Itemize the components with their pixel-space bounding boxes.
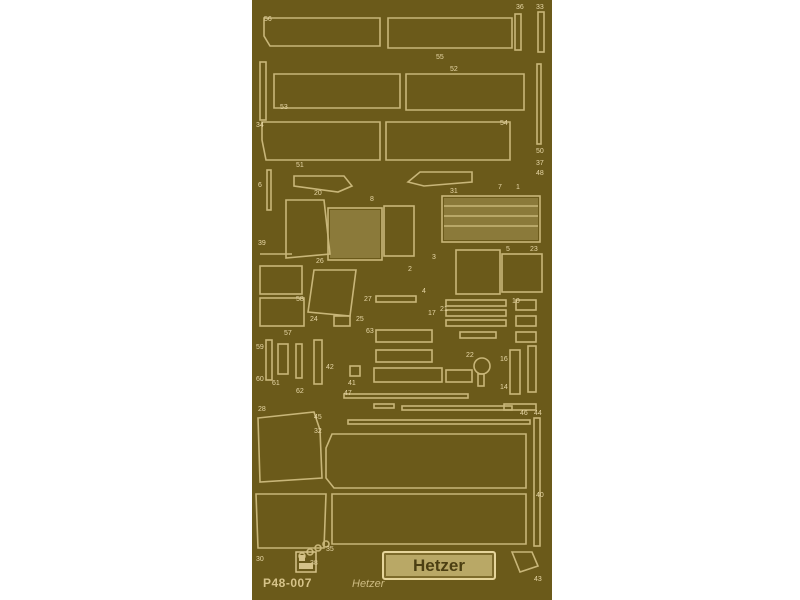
part-number: 25 (356, 316, 364, 323)
hetzer-nameplate: Hetzer (382, 551, 496, 580)
part-number: 8 (370, 196, 374, 203)
part-number: 40 (536, 492, 544, 499)
part-logo-mark (295, 551, 317, 573)
part-number: 58 (296, 296, 304, 303)
part-number: 30 (256, 556, 264, 563)
part-number: 45 (314, 414, 322, 421)
part-number: 54 (500, 120, 508, 127)
part-number: 14 (500, 384, 508, 391)
part-number: 46 (520, 410, 528, 417)
part-number: 42 (326, 364, 334, 371)
part-number: 26 (316, 258, 324, 265)
part-number: 28 (258, 406, 266, 413)
part-number: 39 (258, 240, 266, 247)
part-number: 1 (516, 184, 520, 191)
part-number: 5 (506, 246, 510, 253)
part-number: 56 (264, 16, 272, 23)
part-number: 48 (536, 170, 544, 177)
part-number: 61 (272, 380, 280, 387)
part-number: 23 (530, 246, 538, 253)
part-number: 63 (366, 328, 374, 335)
part-number: 6 (258, 182, 262, 189)
part-number: 20 (314, 190, 322, 197)
manufacturer-logo (295, 551, 317, 573)
part-number: 62 (296, 388, 304, 395)
part-number: 38 (310, 560, 318, 567)
part-number: 57 (284, 330, 292, 337)
part-number: 52 (450, 66, 458, 73)
part-number: 7 (498, 184, 502, 191)
part-number: 44 (534, 410, 542, 417)
part-number: 43 (534, 576, 542, 583)
part-number: 27 (364, 296, 372, 303)
part-number: 55 (436, 54, 444, 61)
part-number: 35 (326, 546, 334, 553)
part-number: 3 (432, 254, 436, 261)
part-number: 53 (280, 104, 288, 111)
product-code: P48-007 (263, 576, 312, 590)
part-number: 34 (256, 122, 264, 129)
photo-etched-fret: 56 36 33 55 52 53 34 54 50 37 51 48 6 20… (252, 0, 552, 600)
part-number: 37 (536, 160, 544, 167)
part-number: 60 (256, 376, 264, 383)
part-number: 33 (536, 4, 544, 11)
part-number: 2 (408, 266, 412, 273)
part-number: 24 (310, 316, 318, 323)
part-number: 16 (500, 356, 508, 363)
subject-label: Hetzer (352, 578, 385, 590)
part-number: 17 (428, 310, 436, 317)
part-number: 50 (536, 148, 544, 155)
fret-parts-drawing (255, 11, 545, 573)
part-number: 10 (512, 298, 520, 305)
nameplate-text: Hetzer (413, 556, 465, 575)
part-number: 21 (440, 306, 448, 313)
part-number: 22 (466, 352, 474, 359)
part-number: 32 (314, 428, 322, 435)
part-number: 41 (348, 380, 356, 387)
part-number: 36 (516, 4, 524, 11)
part-number: 4 (422, 288, 426, 295)
part-number: 51 (296, 162, 304, 169)
part-number: 47 (344, 390, 352, 397)
part-number: 31 (450, 188, 458, 195)
part-number: 59 (256, 344, 264, 351)
